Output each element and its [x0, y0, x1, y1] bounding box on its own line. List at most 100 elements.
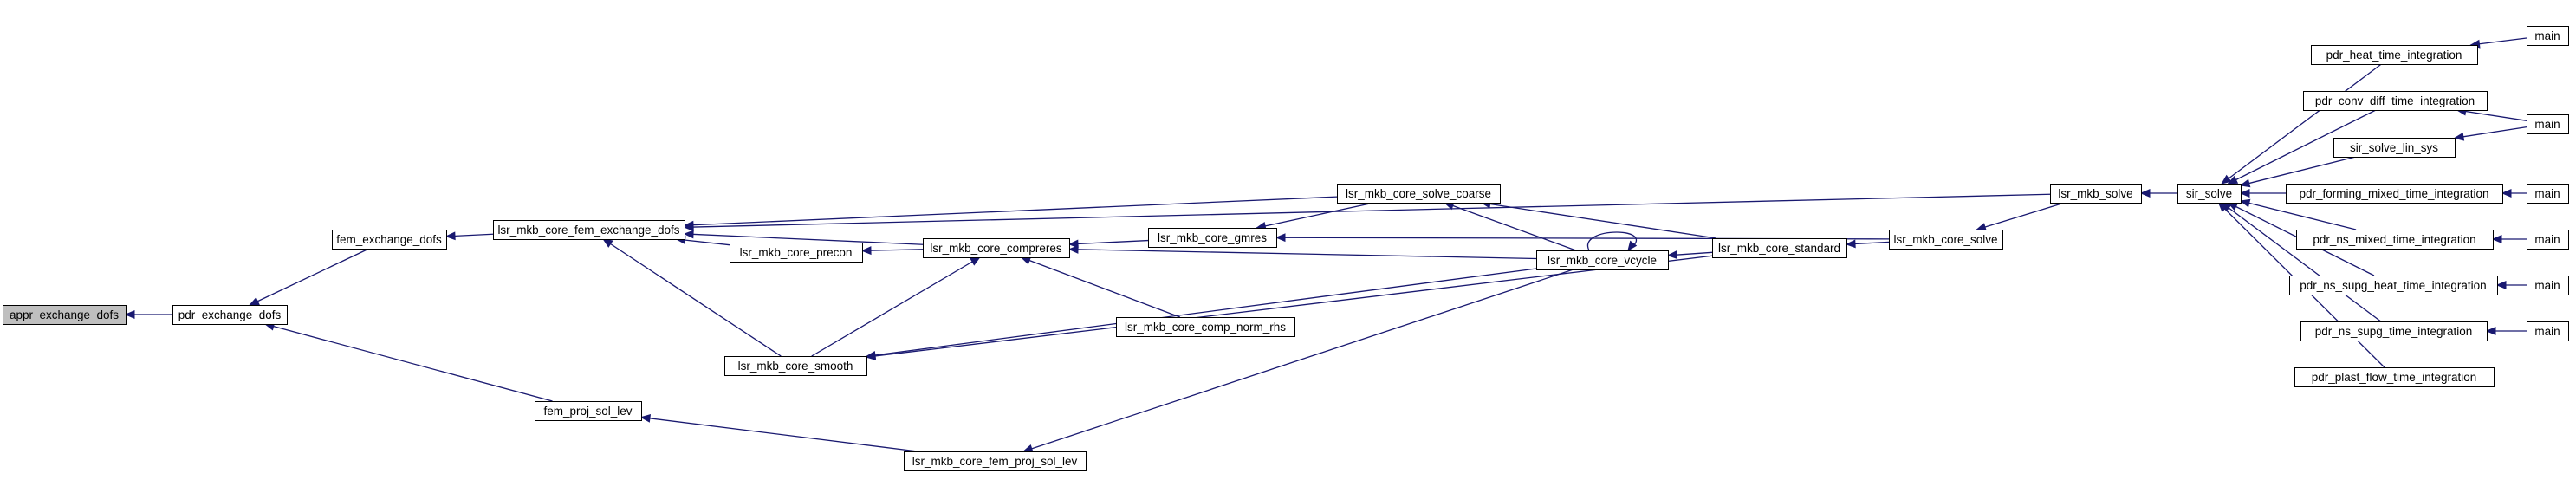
node-sir-solve-lin-sys[interactable]: sir_solve_lin_sys	[2333, 138, 2456, 158]
node-label: pdr_heat_time_integration	[2326, 49, 2462, 62]
arrowhead	[2227, 175, 2239, 185]
node-main-6[interactable]: main	[2527, 321, 2569, 341]
node-main-2[interactable]: main	[2527, 114, 2569, 134]
edge-lsr-mkb-core-standard-to-lsr-mkb-core-smooth	[865, 255, 1713, 360]
arrowhead	[2139, 189, 2151, 198]
node-label: fem_proj_sol_lev	[543, 405, 632, 418]
edge-line	[1021, 256, 1181, 318]
node-label: main	[2534, 29, 2560, 42]
edge-main-3-to-pdr-forming-mixed-time-integration	[2501, 189, 2527, 198]
node-lsr-mkb-core-fem-proj-sol-lev[interactable]: lsr_mkb_core_fem_proj_sol_lev	[904, 451, 1087, 471]
node-fem-proj-sol-lev[interactable]: fem_proj_sol_lev	[535, 401, 642, 421]
node-pdr-conv-diff-time-integration[interactable]: pdr_conv_diff_time_integration	[2303, 91, 2488, 111]
edge-lsr-mkb-core-vcycle-to-lsr-mkb-core-solve-coarse	[1444, 201, 1576, 251]
arrowhead	[1275, 233, 1286, 243]
node-pdr-ns-mixed-time-integration[interactable]: pdr_ns_mixed_time_integration	[2296, 230, 2494, 250]
node-box	[535, 401, 642, 421]
node-pdr-ns-supg-time-integration[interactable]: pdr_ns_supg_time_integration	[2300, 321, 2488, 341]
arrowhead	[2495, 281, 2507, 289]
node-label: lsr_mkb_core_fem_proj_sol_lev	[912, 455, 1078, 468]
edge-sir-solve-to-lsr-mkb-solve	[2139, 189, 2177, 198]
node-box	[3, 305, 127, 325]
node-label: pdr_ns_supg_heat_time_integration	[2300, 279, 2486, 292]
node-lsr-mkb-core-vcycle[interactable]: lsr_mkb_core_vcycle	[1536, 250, 1669, 270]
node-box	[2289, 276, 2498, 295]
node-lsr-mkb-core-solve-coarse[interactable]: lsr_mkb_core_solve_coarse	[1337, 184, 1501, 204]
arrowhead	[1067, 239, 1079, 249]
node-pdr-forming-mixed-time-integration[interactable]: pdr_forming_mixed_time_integration	[2286, 184, 2503, 204]
node-fem-exchange-dofs[interactable]: fem_exchange_dofs	[332, 230, 447, 250]
node-main-4[interactable]: main	[2527, 230, 2569, 250]
node-box	[2311, 45, 2478, 65]
node-label: appr_exchange_dofs	[10, 308, 119, 321]
arrowhead	[860, 246, 872, 256]
node-lsr-mkb-core-compreres[interactable]: lsr_mkb_core_compreres	[923, 238, 1070, 258]
node-lsr-mkb-core-solve[interactable]: lsr_mkb_core_solve	[1889, 230, 2003, 250]
node-lsr-mkb-core-gmres[interactable]: lsr_mkb_core_gmres	[1148, 228, 1277, 248]
node-box	[332, 230, 447, 250]
node-pdr-ns-supg-heat-time-integration[interactable]: pdr_ns_supg_heat_time_integration	[2289, 276, 2498, 295]
edge-pdr-exchange-dofs-to-appr-exchange-dofs	[124, 310, 172, 319]
node-box	[1712, 238, 1847, 258]
node-lsr-mkb-solve[interactable]: lsr_mkb_solve	[2050, 184, 2142, 204]
node-label: lsr_mkb_core_smooth	[738, 360, 853, 373]
edge-line	[1976, 202, 2065, 230]
arrowhead	[444, 231, 456, 241]
edge-lsr-mkb-core-solve-to-lsr-mkb-core-standard	[1845, 239, 1890, 249]
edge-main-6-to-pdr-ns-supg-time-integration	[2485, 327, 2527, 335]
node-label: lsr_mkb_core_vcycle	[1548, 254, 1657, 267]
edge-line	[684, 196, 1338, 226]
edge-main-5-to-pdr-ns-supg-heat-time-integration	[2495, 281, 2527, 289]
edge-main-1-to-pdr-heat-time-integration	[2469, 37, 2527, 49]
nodes-layer: appr_exchange_dofs pdr_exchange_dofs fem_e…	[3, 26, 2569, 471]
node-pdr-plast-flow-time-integration[interactable]: pdr_plast_flow_time_integration	[2294, 367, 2495, 387]
node-box	[172, 305, 288, 325]
edge-lsr-mkb-core-standard-to-lsr-mkb-core-vcycle	[1666, 250, 1713, 260]
node-lsr-mkb-core-fem-exchange-dofs[interactable]: lsr_mkb_core_fem_exchange_dofs	[493, 220, 685, 240]
node-main-1[interactable]: main	[2527, 26, 2569, 46]
edge-line	[811, 256, 981, 357]
node-pdr-exchange-dofs[interactable]: pdr_exchange_dofs	[172, 305, 288, 325]
node-box	[1148, 228, 1277, 248]
edge-line	[2240, 200, 2357, 230]
node-box	[1889, 230, 2003, 250]
node-label: pdr_ns_mixed_time_integration	[2313, 233, 2475, 246]
node-label: lsr_mkb_core_compreres	[930, 242, 1062, 255]
arrowhead	[2491, 235, 2502, 243]
node-lsr-mkb-core-comp-norm-rhs[interactable]: lsr_mkb_core_comp_norm_rhs	[1116, 317, 1295, 337]
node-label: pdr_conv_diff_time_integration	[2315, 94, 2475, 107]
node-lsr-mkb-core-smooth[interactable]: lsr_mkb_core_smooth	[724, 356, 867, 376]
node-box	[2333, 138, 2456, 158]
node-label: lsr_mkb_core_solve	[1893, 233, 1997, 246]
node-appr-exchange-dofs[interactable]: appr_exchange_dofs	[3, 305, 127, 325]
node-label: main	[2534, 279, 2560, 292]
node-box	[2527, 230, 2569, 250]
edge-line	[684, 193, 2051, 228]
node-label: lsr_mkb_core_comp_norm_rhs	[1125, 321, 1286, 334]
node-box	[2303, 91, 2488, 111]
node-lsr-mkb-core-standard[interactable]: lsr_mkb_core_standard	[1712, 238, 1847, 258]
edge-line	[866, 268, 1537, 357]
node-lsr-mkb-core-precon[interactable]: lsr_mkb_core_precon	[730, 243, 863, 263]
arrowhead	[639, 413, 652, 423]
node-main-5[interactable]: main	[2527, 276, 2569, 295]
arrowhead	[2239, 178, 2251, 188]
node-pdr-heat-time-integration[interactable]: pdr_heat_time_integration	[2311, 45, 2478, 65]
node-box	[1536, 250, 1669, 270]
edge-line	[866, 255, 1713, 358]
node-label: sir_solve	[2186, 187, 2232, 200]
arrowhead	[683, 220, 694, 230]
node-label: lsr_mkb_core_standard	[1718, 242, 1840, 255]
edge-sir-solve-lin-sys-to-sir-solve	[2239, 156, 2356, 188]
edge-pdr-ns-mixed-time-integration-to-sir-solve	[2239, 198, 2357, 230]
node-sir-solve[interactable]: sir_solve	[2177, 184, 2242, 204]
node-label: main	[2534, 118, 2560, 131]
edge-pdr-heat-time-integration-to-sir-solve	[2221, 63, 2382, 185]
arrowhead	[1845, 239, 1856, 249]
edge-lsr-mkb-core-compreres-to-lsr-mkb-core-fem-exchange-dofs	[683, 230, 924, 245]
edges-layer	[124, 37, 2527, 453]
arrowhead	[1022, 444, 1034, 453]
arrowhead	[2239, 189, 2250, 198]
node-main-3[interactable]: main	[2527, 184, 2569, 204]
arrowhead	[124, 310, 135, 319]
